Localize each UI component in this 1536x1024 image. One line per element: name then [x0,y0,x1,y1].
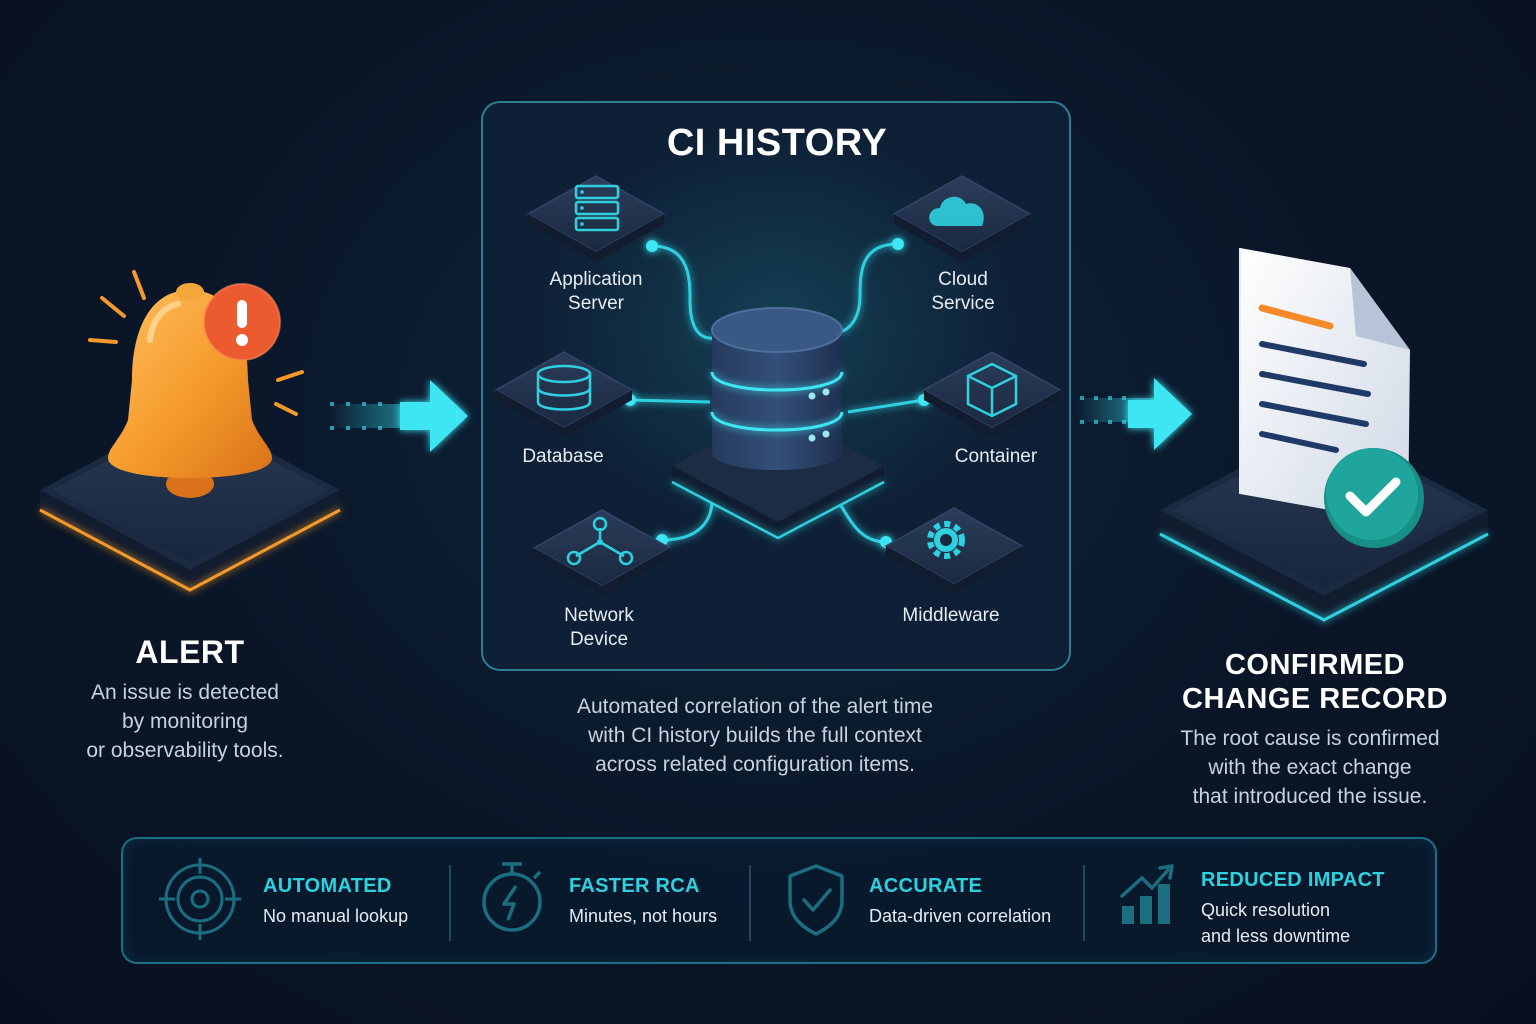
ci-description-line: across related configuration items. [595,753,915,776]
arrow-alert-to-ci [328,380,468,452]
gear-icon [927,521,965,559]
alert-description-line: by monitoring [121,710,249,733]
node-label-container: Container [911,445,1081,469]
tile-middleware [884,507,1024,594]
ci-history-panel [481,101,1071,671]
alert-title: ALERT [135,634,245,670]
benefit-text: and less downtime [1201,926,1351,946]
ci-description-line: with CI history builds the full context [588,724,922,747]
change-record-description: The root cause is confirmed with the exa… [1150,724,1470,811]
cloud-icon [929,196,984,226]
node-label-database: Database [478,445,648,469]
change-title-line: CONFIRMED [1224,649,1406,681]
node-label-line: Server [568,293,624,314]
benefit-text: No manual lookup [263,906,409,926]
benefit-title: FASTER RCA [569,875,700,897]
database-icon [536,364,592,411]
node-label-application-server: Application Server [511,268,681,316]
ring-lines-icon [88,270,304,416]
benefit-divider [749,865,751,941]
node-label-line: Database [522,446,604,467]
alert-illustration [39,270,341,592]
benefit-divider [449,865,451,941]
ci-connectors [629,242,925,544]
node-label-line: Application [549,269,643,290]
tile-container [922,351,1062,438]
checkmark-badge-icon [1324,448,1424,548]
ci-history-title: CI HISTORY [666,122,888,164]
node-label-middleware: Middleware [866,604,1036,628]
benefits-bar: AUTOMATED No manual lookup FASTER RCA Mi… [121,837,1437,964]
box-icon [966,362,1018,418]
alert-platform-glow [39,508,341,592]
change-description-line: The root cause is confirmed [1180,727,1440,750]
network-nodes-icon [566,516,634,566]
benefit-title: REDUCED IMPACT [1201,869,1385,891]
benefit-title: AUTOMATED [263,875,392,897]
node-label-line: Service [931,293,995,314]
node-label-line: Device [569,629,629,650]
tile-application-server [526,175,666,262]
benefit-text: Minutes, not hours [569,906,718,926]
node-label-line: Cloud [938,269,988,290]
arrow-ci-to-change [1076,378,1192,450]
change-title-line: CHANGE RECORD [1182,683,1448,715]
tile-network-device [532,509,672,596]
alert-description-line: An issue is detected [91,681,279,704]
central-database-icon [671,307,885,540]
node-label-line: Network [564,605,634,626]
benefit-text: Quick resolution [1201,900,1331,920]
change-record-illustration [1159,248,1489,622]
node-label-line: Container [954,446,1038,467]
server-icon [574,184,620,232]
node-label-line: Middleware [902,605,1000,626]
alert-description: An issue is detected by monitoring or ob… [40,678,330,765]
node-label-cloud-service: Cloud Service [878,268,1048,316]
benefit-text: Data-driven correlation [869,906,1052,926]
change-description-line: that introduced the issue. [1192,785,1428,808]
ci-history-description: Automated correlation of the alert time … [520,692,990,779]
change-description-line: with the exact change [1208,756,1412,779]
tile-cloud-service [892,175,1032,262]
tile-database [494,351,634,438]
ci-description-line: Automated correlation of the alert time [576,695,933,718]
alert-description-line: or observability tools. [86,739,284,762]
benefit-divider [1083,865,1085,941]
change-record-title: CONFIRMED CHANGE RECORD [1160,648,1470,716]
benefit-title: ACCURATE [869,875,983,897]
node-label-network-device: Network Device [514,604,684,652]
exclamation-badge-icon [203,283,281,361]
